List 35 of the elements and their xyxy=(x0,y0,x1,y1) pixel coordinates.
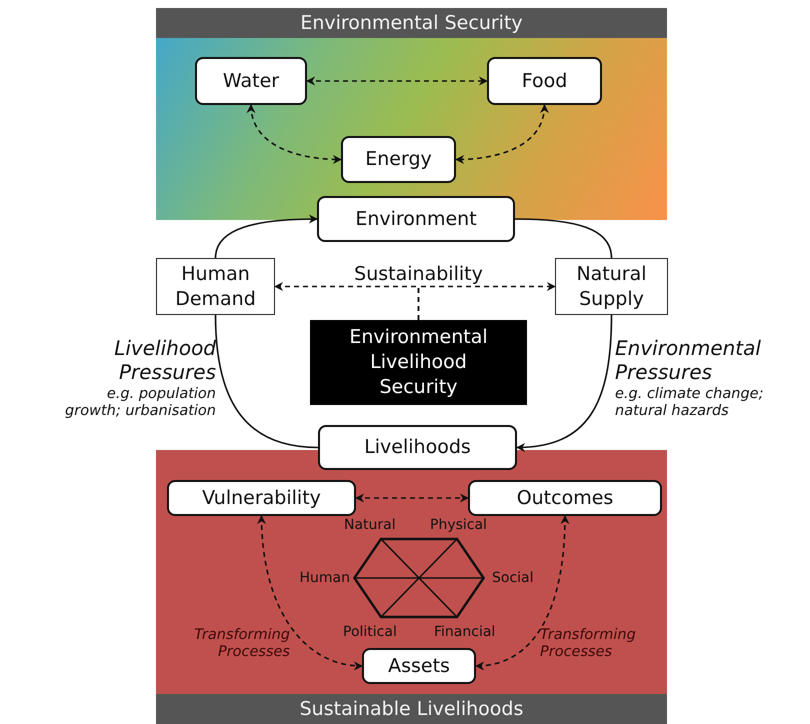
text-label: e.g. population growth; urbanisation xyxy=(64,386,216,421)
text-label: Financial xyxy=(434,624,496,641)
rounded-box: Energy xyxy=(341,136,456,183)
dashed-arrow xyxy=(247,104,342,164)
dashed-arrow xyxy=(306,76,488,86)
text-label: Political xyxy=(343,624,397,641)
text-label: Transforming Processes xyxy=(193,627,290,662)
rounded-box: Assets xyxy=(362,648,476,684)
highlight-box: Environmental Livelihood Security xyxy=(310,320,527,405)
rounded-box: Outcomes xyxy=(468,480,662,516)
rounded-box: Environment xyxy=(317,196,515,242)
arrow xyxy=(516,314,612,452)
rounded-box: Water xyxy=(195,57,307,105)
text-label: Human xyxy=(298,570,350,587)
process-box: Human Demand xyxy=(156,258,275,315)
dashed-arrow xyxy=(355,494,469,502)
arrow xyxy=(214,214,318,258)
dashed-arrow xyxy=(455,104,548,164)
text-label: e.g. climate change; natural hazards xyxy=(615,386,764,421)
dashed-arrow xyxy=(257,515,363,670)
text-label: Natural xyxy=(344,517,396,534)
rounded-box: Food xyxy=(487,57,602,105)
section-header: Sustainable Livelihoods xyxy=(156,694,667,724)
text-label: Environmental Pressures xyxy=(615,336,762,384)
text-label: Livelihood Pressures xyxy=(113,336,216,384)
text-label: Transforming Processes xyxy=(540,627,637,662)
rounded-box: Vulnerability xyxy=(167,480,356,516)
section-header: Environmental Security xyxy=(156,8,667,38)
dashed-arrow xyxy=(475,515,570,670)
rounded-box: Livelihoods xyxy=(318,425,517,470)
process-box: Natural Supply xyxy=(555,258,668,315)
text-label: Social xyxy=(492,570,534,587)
edge-label: Sustainability xyxy=(353,262,484,284)
text-label: Physical xyxy=(430,517,487,534)
dashed-arrow xyxy=(418,282,556,320)
